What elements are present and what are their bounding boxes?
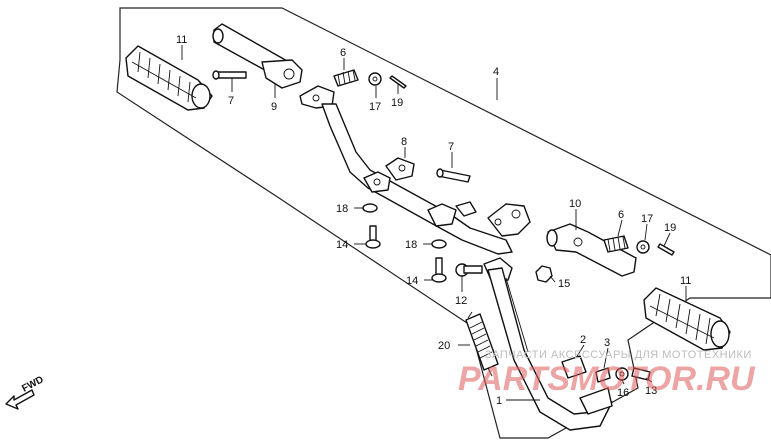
callout-18-lower: 18: [405, 239, 417, 251]
washer-left: [368, 72, 382, 86]
step-holder-right: [546, 223, 637, 277]
forward-arrow: FWD: [5, 374, 46, 410]
bolt-14-right: [431, 257, 447, 283]
leader-lines: [181, 45, 687, 401]
callout-7-left: 7: [228, 95, 234, 107]
callout-14-right: 14: [406, 275, 418, 287]
spring-right: [603, 235, 629, 253]
callout-1: 1: [496, 395, 502, 407]
washer-right: [636, 240, 650, 254]
pin-left: [212, 70, 247, 80]
callout-19-left: 19: [391, 97, 403, 109]
callout-2: 2: [580, 334, 586, 346]
callout-20: 20: [438, 340, 450, 352]
nut-15: [535, 265, 553, 283]
bolt-12: [455, 263, 483, 277]
bolt-14-left: [365, 225, 381, 249]
callout-13: 13: [645, 385, 657, 397]
callout-16: 16: [617, 387, 629, 399]
washer-18-lower: [431, 239, 447, 249]
footpeg-rubber-left: [125, 45, 213, 111]
callout-12: 12: [455, 295, 467, 307]
callout-14-left: 14: [336, 239, 348, 251]
callout-10: 10: [569, 198, 581, 210]
return-spring: [465, 311, 499, 377]
bolt-13: [631, 367, 651, 381]
stand-pad: [561, 355, 587, 379]
callout-11-left: 11: [176, 34, 187, 46]
callout-17-left: 17: [369, 101, 381, 113]
cotter-pin-left: [389, 75, 407, 89]
callout-17-right: 17: [641, 213, 653, 225]
bolt-3: [595, 367, 611, 383]
callout-18-upper: 18: [336, 203, 348, 215]
callout-8: 8: [401, 136, 407, 148]
callout-11-right: 11: [680, 275, 691, 287]
callout-6-right: 6: [618, 209, 624, 221]
step-bar-assembly: [212, 23, 531, 283]
cotter-pin-right: [657, 243, 675, 256]
callout-9: 9: [271, 101, 277, 113]
footpeg-rubber-right: [643, 287, 731, 351]
callout-15: 15: [558, 278, 570, 290]
callout-7-middle: 7: [448, 141, 454, 153]
callout-4: 4: [493, 66, 499, 78]
watermark-tagline: ЗАПЧАСТИ АКСЕССУАРЫ ДЛЯ МОТОТЕХНИКИ: [485, 349, 752, 361]
washer-18-upper: [362, 203, 378, 213]
callout-6-left: 6: [340, 47, 346, 59]
callout-3: 3: [604, 337, 610, 349]
watermark-brand: PARTSMOTOR.RU: [458, 360, 756, 398]
pin-middle: [436, 168, 471, 183]
callout-19-right: 19: [664, 222, 676, 234]
spring-left: [333, 69, 359, 87]
side-stand: [487, 267, 613, 431]
